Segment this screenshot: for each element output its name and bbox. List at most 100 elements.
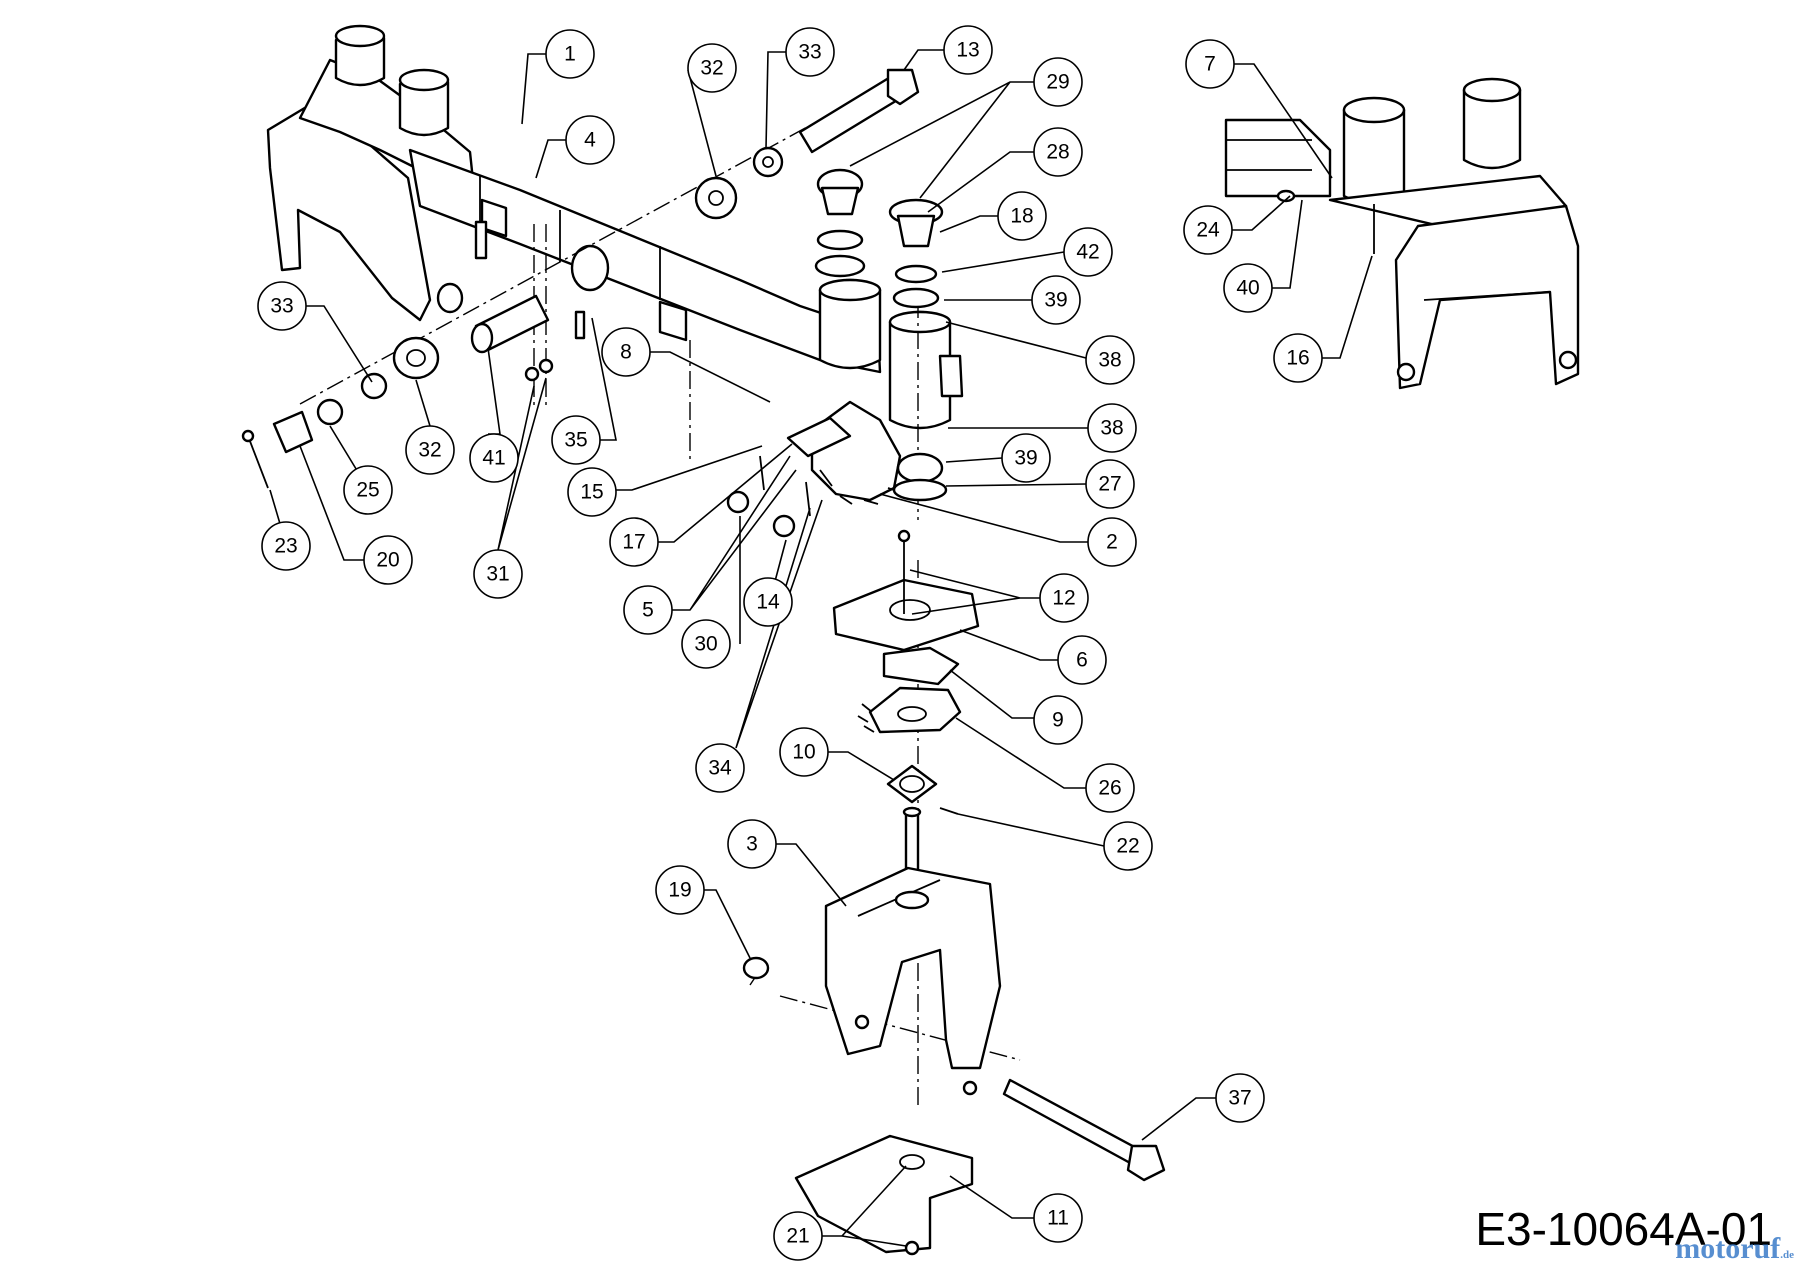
svg-text:20: 20: [376, 549, 399, 572]
svg-text:21: 21: [786, 1225, 809, 1248]
svg-text:40: 40: [1236, 277, 1259, 300]
callout-8: 8: [601, 327, 651, 377]
svg-text:32: 32: [418, 439, 441, 462]
callout-3: 3: [727, 819, 777, 869]
callout-30: 30: [681, 619, 731, 669]
svg-text:2: 2: [1106, 531, 1118, 554]
callout-33: 33: [785, 27, 835, 77]
callout-42: 42: [1063, 227, 1113, 277]
callout-26: 26: [1085, 763, 1135, 813]
svg-text:35: 35: [564, 429, 587, 452]
callout-11: 11: [1033, 1193, 1083, 1243]
callout-38: 38: [1087, 403, 1137, 453]
svg-text:25: 25: [356, 479, 379, 502]
svg-text:1: 1: [564, 43, 576, 66]
svg-text:27: 27: [1098, 473, 1121, 496]
svg-text:7: 7: [1204, 53, 1216, 76]
svg-text:39: 39: [1044, 289, 1067, 312]
callout-5: 5: [623, 585, 673, 635]
svg-text:38: 38: [1098, 349, 1121, 372]
callout-24: 24: [1183, 205, 1233, 255]
svg-text:17: 17: [622, 531, 645, 554]
document-code: E3-10064A-01: [1475, 1203, 1772, 1255]
svg-text:31: 31: [486, 563, 509, 586]
callout-14: 14: [743, 577, 793, 627]
callout-22: 22: [1103, 821, 1153, 871]
inset-assembly: [1224, 77, 1580, 390]
callout-39: 39: [1031, 275, 1081, 325]
callout-32: 32: [687, 43, 737, 93]
frame-assembly: [266, 24, 964, 430]
callout-25: 25: [343, 465, 393, 515]
steering-gear-assembly: [726, 400, 948, 538]
svg-text:5: 5: [642, 599, 654, 622]
svg-text:12: 12: [1052, 587, 1075, 610]
svg-text:26: 26: [1098, 777, 1121, 800]
steering-plates: [832, 529, 980, 894]
callout-13: 13: [943, 25, 993, 75]
callout-4: 4: [565, 115, 615, 165]
svg-text:29: 29: [1046, 71, 1069, 94]
callout-35: 35: [551, 415, 601, 465]
svg-text:23: 23: [274, 535, 297, 558]
svg-text:42: 42: [1076, 241, 1099, 264]
svg-text:33: 33: [270, 295, 293, 318]
callout-31: 31: [473, 549, 523, 599]
callouts: 1 4 32 33 13 29 28 18 42 39 38 33 8 32 4…: [257, 25, 1323, 1261]
callout-28: 28: [1033, 127, 1083, 177]
upper-hardware: [694, 68, 944, 309]
callout-12: 12: [1039, 573, 1089, 623]
svg-text:8: 8: [620, 341, 632, 364]
svg-text:38: 38: [1100, 417, 1123, 440]
svg-text:14: 14: [756, 591, 780, 614]
svg-text:33: 33: [798, 41, 821, 64]
svg-text:11: 11: [1047, 1207, 1069, 1230]
svg-text:3: 3: [746, 833, 758, 856]
callout-20: 20: [363, 535, 413, 585]
callout-16: 16: [1273, 333, 1323, 383]
svg-text:22: 22: [1116, 835, 1139, 858]
svg-text:30: 30: [694, 633, 717, 656]
callout-6: 6: [1057, 635, 1107, 685]
leader-lines: [269, 49, 1373, 1247]
callout-19: 19: [655, 865, 705, 915]
svg-text:37: 37: [1228, 1087, 1251, 1110]
svg-text:34: 34: [708, 757, 732, 780]
watermark-brand: motoruf: [1675, 1232, 1781, 1265]
svg-text:32: 32: [700, 57, 723, 80]
callout-15: 15: [567, 467, 617, 517]
svg-text:41: 41: [482, 447, 505, 470]
callout-34: 34: [695, 743, 745, 793]
svg-text:28: 28: [1046, 141, 1069, 164]
callout-39: 39: [1001, 433, 1051, 483]
callout-17: 17: [609, 517, 659, 567]
callout-21: 21: [773, 1211, 823, 1261]
svg-text:10: 10: [792, 741, 815, 764]
callout-33: 33: [257, 281, 307, 331]
callout-2: 2: [1087, 517, 1137, 567]
caster-fork: [742, 866, 1166, 1256]
callout-29: 29: [1033, 57, 1083, 107]
svg-text:39: 39: [1014, 447, 1037, 470]
svg-text:16: 16: [1286, 347, 1309, 370]
svg-text:9: 9: [1052, 709, 1064, 732]
svg-text:4: 4: [584, 129, 596, 152]
callout-32: 32: [405, 425, 455, 475]
callout-37: 37: [1215, 1073, 1265, 1123]
callout-10: 10: [779, 727, 829, 777]
callout-40: 40: [1223, 263, 1273, 313]
callout-1: 1: [545, 29, 595, 79]
left-hardware: [241, 220, 586, 489]
svg-text:24: 24: [1196, 219, 1220, 242]
svg-text:18: 18: [1010, 205, 1033, 228]
watermark-logo: motoruf.de: [1675, 1232, 1794, 1266]
svg-text:19: 19: [668, 879, 691, 902]
callout-9: 9: [1033, 695, 1083, 745]
callout-41: 41: [469, 433, 519, 483]
callout-27: 27: [1085, 459, 1135, 509]
callout-18: 18: [997, 191, 1047, 241]
callout-7: 7: [1185, 39, 1235, 89]
svg-text:6: 6: [1076, 649, 1088, 672]
watermark-suffix: .de: [1780, 1249, 1794, 1261]
